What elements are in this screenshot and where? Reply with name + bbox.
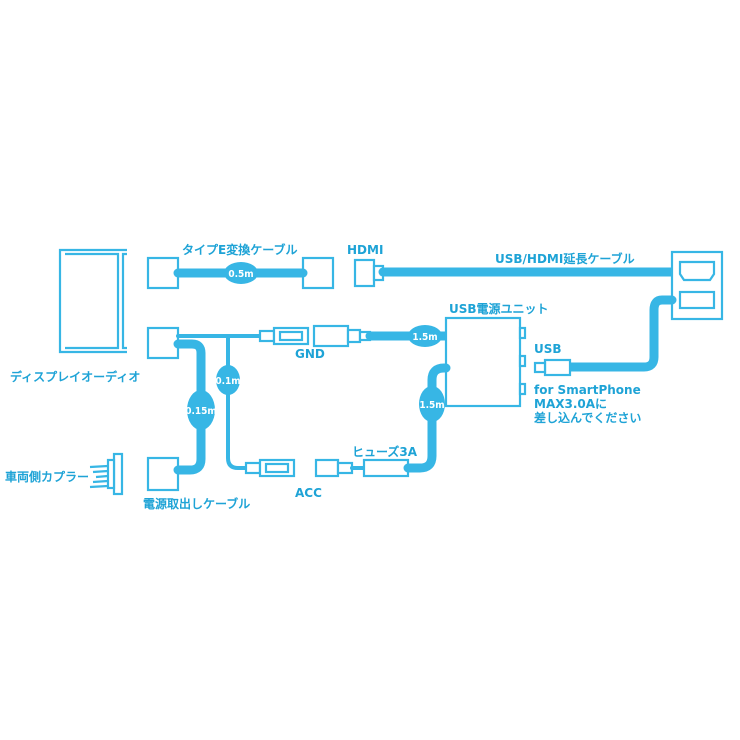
label-gnd: GND — [295, 347, 325, 361]
label-usb: USB — [534, 342, 562, 356]
socket-panel — [670, 250, 724, 321]
length-badge-0-1m — [216, 365, 240, 395]
acc-wire — [226, 334, 248, 470]
length-badge-acc — [419, 386, 445, 422]
gnd-connector — [258, 324, 372, 348]
label-usb-power-unit: USB電源ユニット — [449, 301, 549, 316]
label-display-audio: ディスプレイオーディオ — [10, 369, 140, 384]
label-power-cable: 電源取出しケーブル — [143, 496, 250, 511]
usb-cable — [565, 295, 677, 372]
fuse-holder — [362, 458, 410, 478]
usb-port-icon — [678, 290, 716, 310]
label-usb-hdmi-ext: USB/HDMI延長ケーブル — [495, 251, 635, 266]
usb-power-unit — [444, 316, 527, 408]
type-e-conversion-cable: 0.5m — [146, 256, 335, 290]
length-text-0-1m: 0.1m — [215, 376, 240, 387]
label-hdmi: HDMI — [347, 243, 383, 257]
length-badge-0-15m — [187, 390, 215, 430]
label-fuse: ヒューズ3A — [352, 444, 418, 459]
power-cable-upper-connector — [146, 326, 180, 360]
hdmi-port-icon — [678, 260, 716, 282]
vehicle-coupler — [89, 452, 124, 496]
length-text-0-15m: 0.15m — [185, 406, 217, 417]
acc-connector — [244, 458, 354, 478]
length-text-0-5m: 0.5m — [228, 269, 253, 280]
label-vehicle-coupler: 車両側カプラー — [5, 469, 89, 484]
label-insert-here: 差し込んでください — [533, 410, 641, 425]
length-badge-gnd — [408, 325, 442, 347]
label-type-e-cable: タイプE変換ケーブル — [182, 242, 297, 257]
power-cable-lower-connector — [146, 456, 180, 492]
label-for-smartphone: for SmartPhone — [534, 383, 641, 397]
label-acc: ACC — [295, 486, 322, 500]
hdmi-plug — [353, 258, 385, 288]
length-text-acc: 1.5m — [419, 400, 444, 411]
length-text-gnd: 1.5m — [412, 332, 437, 343]
label-max-3a: MAX3.0Aに — [534, 397, 607, 411]
usb-plug — [533, 358, 572, 377]
length-badge-0-5m — [224, 262, 258, 284]
display-audio-unit — [58, 248, 127, 354]
